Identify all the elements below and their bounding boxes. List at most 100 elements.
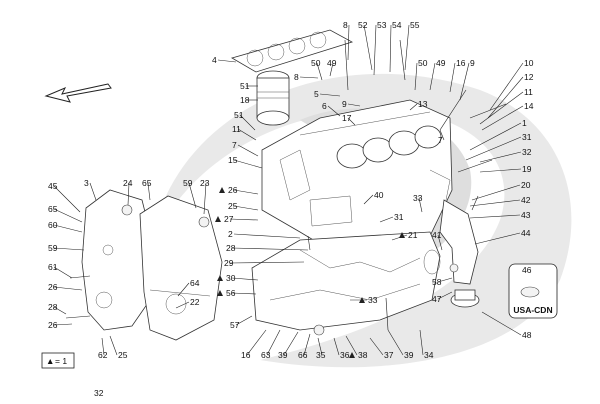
leader-line [369, 337, 384, 356]
callout-number: 34 [424, 350, 434, 360]
leader-lines [53, 24, 524, 356]
leader-line [203, 182, 207, 215]
callout-number: 7 [232, 140, 237, 150]
callout-number: 13 [418, 99, 428, 109]
callout-number: 48 [522, 330, 532, 340]
cylinder-liner [256, 70, 290, 126]
leader-line [479, 91, 524, 125]
leader-line [347, 103, 361, 107]
callout-number: 61 [48, 262, 58, 272]
triangle-marker-icon [219, 187, 225, 193]
leader-line [233, 189, 259, 195]
leader-line [449, 62, 456, 93]
leader-line [437, 277, 453, 283]
callout-number: 18 [240, 95, 250, 105]
leader-line [469, 122, 522, 151]
callout-number: 25 [228, 201, 238, 211]
leader-line [53, 323, 73, 326]
leader-line [231, 292, 257, 295]
callout-number: 56 [226, 288, 236, 298]
leader-line [373, 24, 377, 76]
callout-number: 59 [183, 178, 193, 188]
leader-line [188, 182, 197, 209]
leader-line [389, 24, 392, 73]
leader-line [481, 105, 524, 131]
callout-number: 62 [98, 350, 108, 360]
leader-line [303, 333, 311, 356]
callout-number: 39 [278, 350, 288, 360]
callout-number: 60 [48, 220, 58, 230]
leader-line [177, 282, 190, 297]
crankcase [251, 231, 441, 331]
leader-line [147, 182, 151, 201]
leader-line [327, 105, 341, 117]
leader-line [469, 199, 521, 207]
leader-line [347, 117, 356, 126]
callout-number: 10 [524, 58, 534, 68]
timing-cover-front [81, 189, 153, 331]
leader-line [53, 286, 83, 291]
callout-number: 31 [522, 132, 532, 142]
callout-number: 54 [392, 20, 402, 30]
callout-number: 28 [48, 302, 58, 312]
callout-number: 24 [123, 178, 133, 188]
callout-number: 8 [343, 20, 348, 30]
leader-line [439, 129, 445, 141]
leader-line [387, 329, 404, 356]
leader-line [487, 76, 524, 119]
leader-line [237, 144, 259, 157]
leader-line [235, 315, 253, 326]
callout-number: 2 [228, 229, 233, 239]
leader-line [469, 214, 521, 219]
leader-line [229, 218, 259, 221]
callout-number: 44 [521, 228, 531, 238]
callout-number: 30 [226, 273, 236, 283]
callout-number: 27 [224, 214, 234, 224]
callout-number: 58 [432, 277, 442, 287]
leader-line [319, 93, 341, 97]
triangle-marker-icon [217, 290, 223, 296]
callout-number: 7 [438, 135, 443, 145]
leader-line [53, 266, 73, 279]
leader-line [333, 337, 340, 356]
leader-line [233, 205, 259, 211]
leader-line [53, 185, 81, 213]
leader-line [231, 277, 259, 281]
callout-number: 38 [358, 350, 368, 360]
callout-number: 14 [524, 101, 534, 111]
callout-number: 35 [316, 350, 326, 360]
callout-number: 4 [212, 55, 217, 65]
triangle-marker-icon [217, 275, 223, 281]
callout-number: 42 [521, 195, 531, 205]
leader-line [317, 337, 323, 356]
callout-number: 36 [340, 350, 350, 360]
callout-number: 43 [521, 210, 531, 220]
callout-number: 19 [522, 164, 532, 174]
callout-number: 6 [322, 101, 327, 111]
callout-number: 49 [436, 58, 446, 68]
leader-line [233, 159, 263, 169]
callout-number: 26 [48, 320, 58, 330]
callout-number: 37 [384, 350, 394, 360]
triangle-marker-icon [399, 232, 405, 238]
callout-number: 51 [234, 110, 244, 120]
callout-number: 64 [190, 278, 200, 288]
usa-cdn-inset: USA-CDN [508, 263, 558, 319]
leader-line [53, 208, 83, 223]
callout-number: 57 [230, 320, 240, 330]
leader-line [437, 234, 443, 251]
engine-block [261, 99, 453, 251]
leader-line [419, 329, 424, 356]
callout-number: 32 [522, 147, 532, 157]
leader-line [53, 247, 85, 251]
leader-line [237, 128, 257, 141]
callout-number: 55 [410, 20, 420, 30]
leader-line [474, 232, 521, 245]
leader-line [239, 114, 256, 131]
leader-line [109, 335, 118, 356]
leader-line [217, 59, 237, 63]
leader-line [229, 261, 305, 264]
leader-line [299, 76, 319, 79]
leader-line [283, 331, 299, 356]
